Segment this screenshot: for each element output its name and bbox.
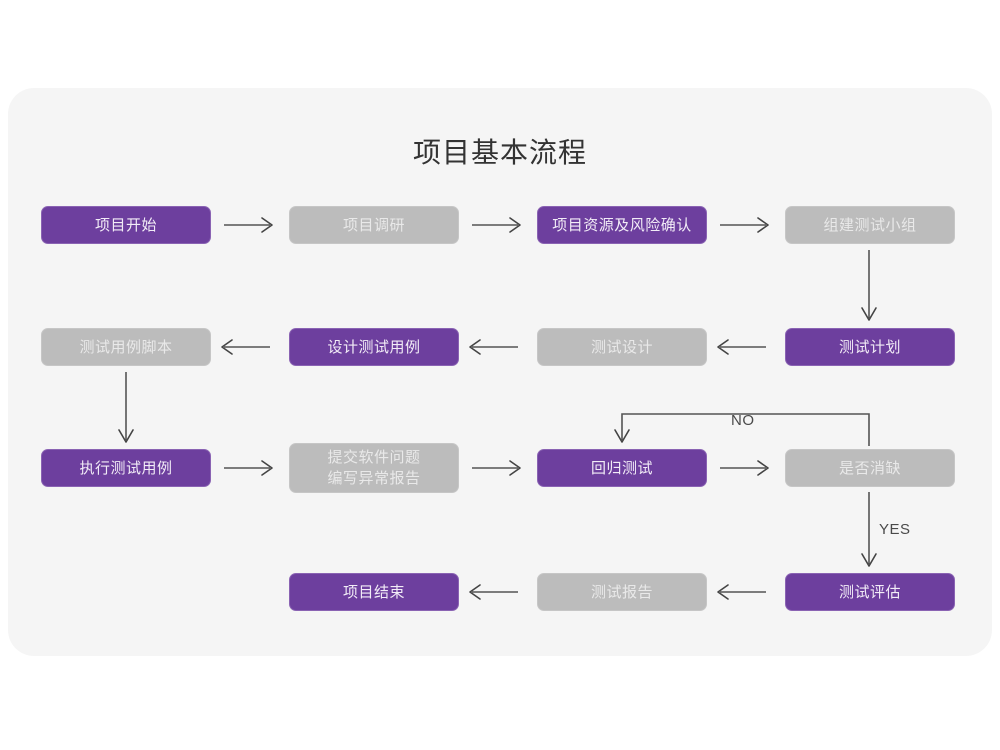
node-project-start[interactable]: 项目开始 [41,206,211,244]
node-test-design[interactable]: 测试设计 [537,328,707,366]
edge-label-no: NO [731,412,755,429]
diagram-card [8,88,992,656]
edge-label-yes: YES [879,521,911,538]
node-test-case-script[interactable]: 测试用例脚本 [41,328,211,366]
node-execute-test-case[interactable]: 执行测试用例 [41,449,211,487]
node-design-test-case[interactable]: 设计测试用例 [289,328,459,366]
node-project-end[interactable]: 项目结束 [289,573,459,611]
node-test-plan[interactable]: 测试计划 [785,328,955,366]
node-resource-risk-confirm[interactable]: 项目资源及风险确认 [537,206,707,244]
node-form-test-team[interactable]: 组建测试小组 [785,206,955,244]
node-defect-resolved[interactable]: 是否消缺 [785,449,955,487]
node-project-research[interactable]: 项目调研 [289,206,459,244]
node-test-report[interactable]: 测试报告 [537,573,707,611]
node-test-evaluation[interactable]: 测试评估 [785,573,955,611]
node-submit-issue-report[interactable]: 提交软件问题 编写异常报告 [289,443,459,493]
page-title: 项目基本流程 [412,137,587,168]
node-regression-test[interactable]: 回归测试 [537,449,707,487]
